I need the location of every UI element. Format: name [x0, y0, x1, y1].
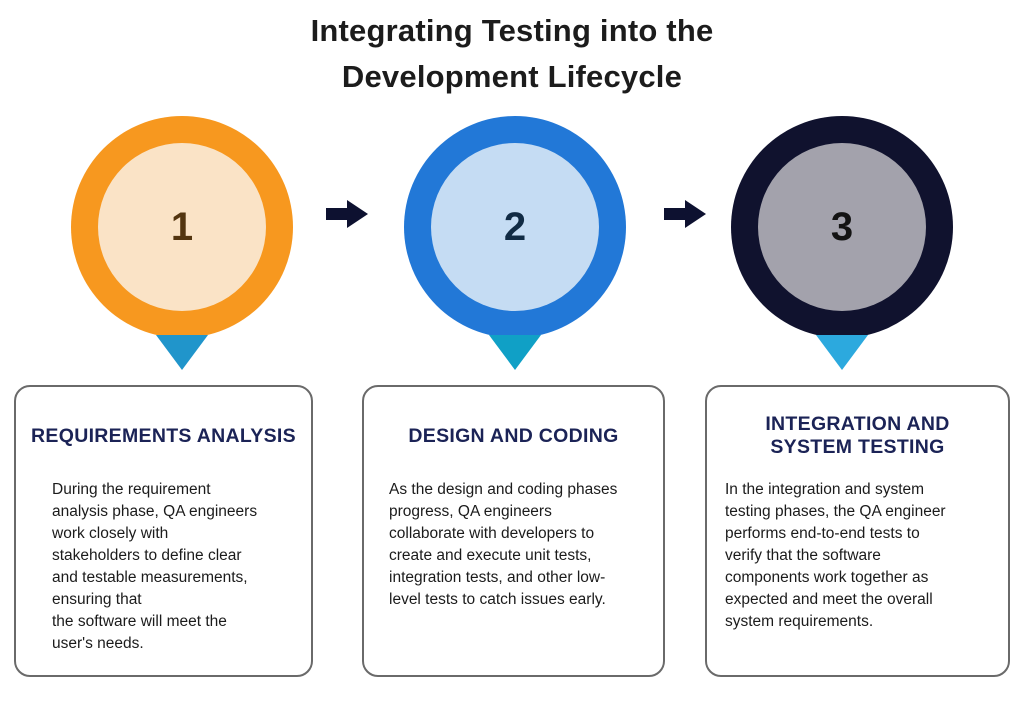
card-1-heading: REQUIREMENTS ANALYSIS — [31, 424, 296, 447]
card-3-body: In the integration and system testing ph… — [725, 481, 946, 630]
step-2-circle-inner: 2 — [431, 143, 599, 311]
step-3-circle: 3 — [731, 116, 953, 338]
card-3-heading: INTEGRATION AND SYSTEM TESTING — [765, 413, 950, 458]
card-integration-and-system-testing: INTEGRATION AND SYSTEM TESTING In the in… — [705, 385, 1010, 677]
page-title-line-1: Integrating Testing into the — [310, 13, 714, 48]
step-1-circle: 1 — [71, 116, 293, 338]
step-3-circle-inner: 3 — [758, 143, 926, 311]
card-2-heading: DESIGN AND CODING — [408, 424, 619, 447]
step-1-number: 1 — [170, 204, 194, 249]
step-3-down-pointer-icon — [816, 335, 868, 370]
card-1-body: During the requirement analysis phase, Q… — [52, 481, 258, 652]
card-design-and-coding: DESIGN AND CODING As the design and codi… — [362, 385, 665, 677]
step-1-circle-inner: 1 — [98, 143, 266, 311]
arrow-right-icon — [326, 200, 368, 228]
page-title-line-2: Development Lifecycle — [341, 59, 683, 94]
step-2-circle: 2 — [404, 116, 626, 338]
step-1-down-pointer-icon — [156, 335, 208, 370]
card-2-body: As the design and coding phases progress… — [389, 481, 618, 608]
arrow-right-icon — [664, 200, 706, 228]
page-title: Integrating Testing into the Development… — [0, 8, 1024, 100]
card-requirements-analysis: REQUIREMENTS ANALYSIS During the require… — [14, 385, 313, 677]
step-2-down-pointer-icon — [489, 335, 541, 370]
step-2-number: 2 — [503, 204, 527, 249]
step-3-number: 3 — [830, 204, 854, 249]
